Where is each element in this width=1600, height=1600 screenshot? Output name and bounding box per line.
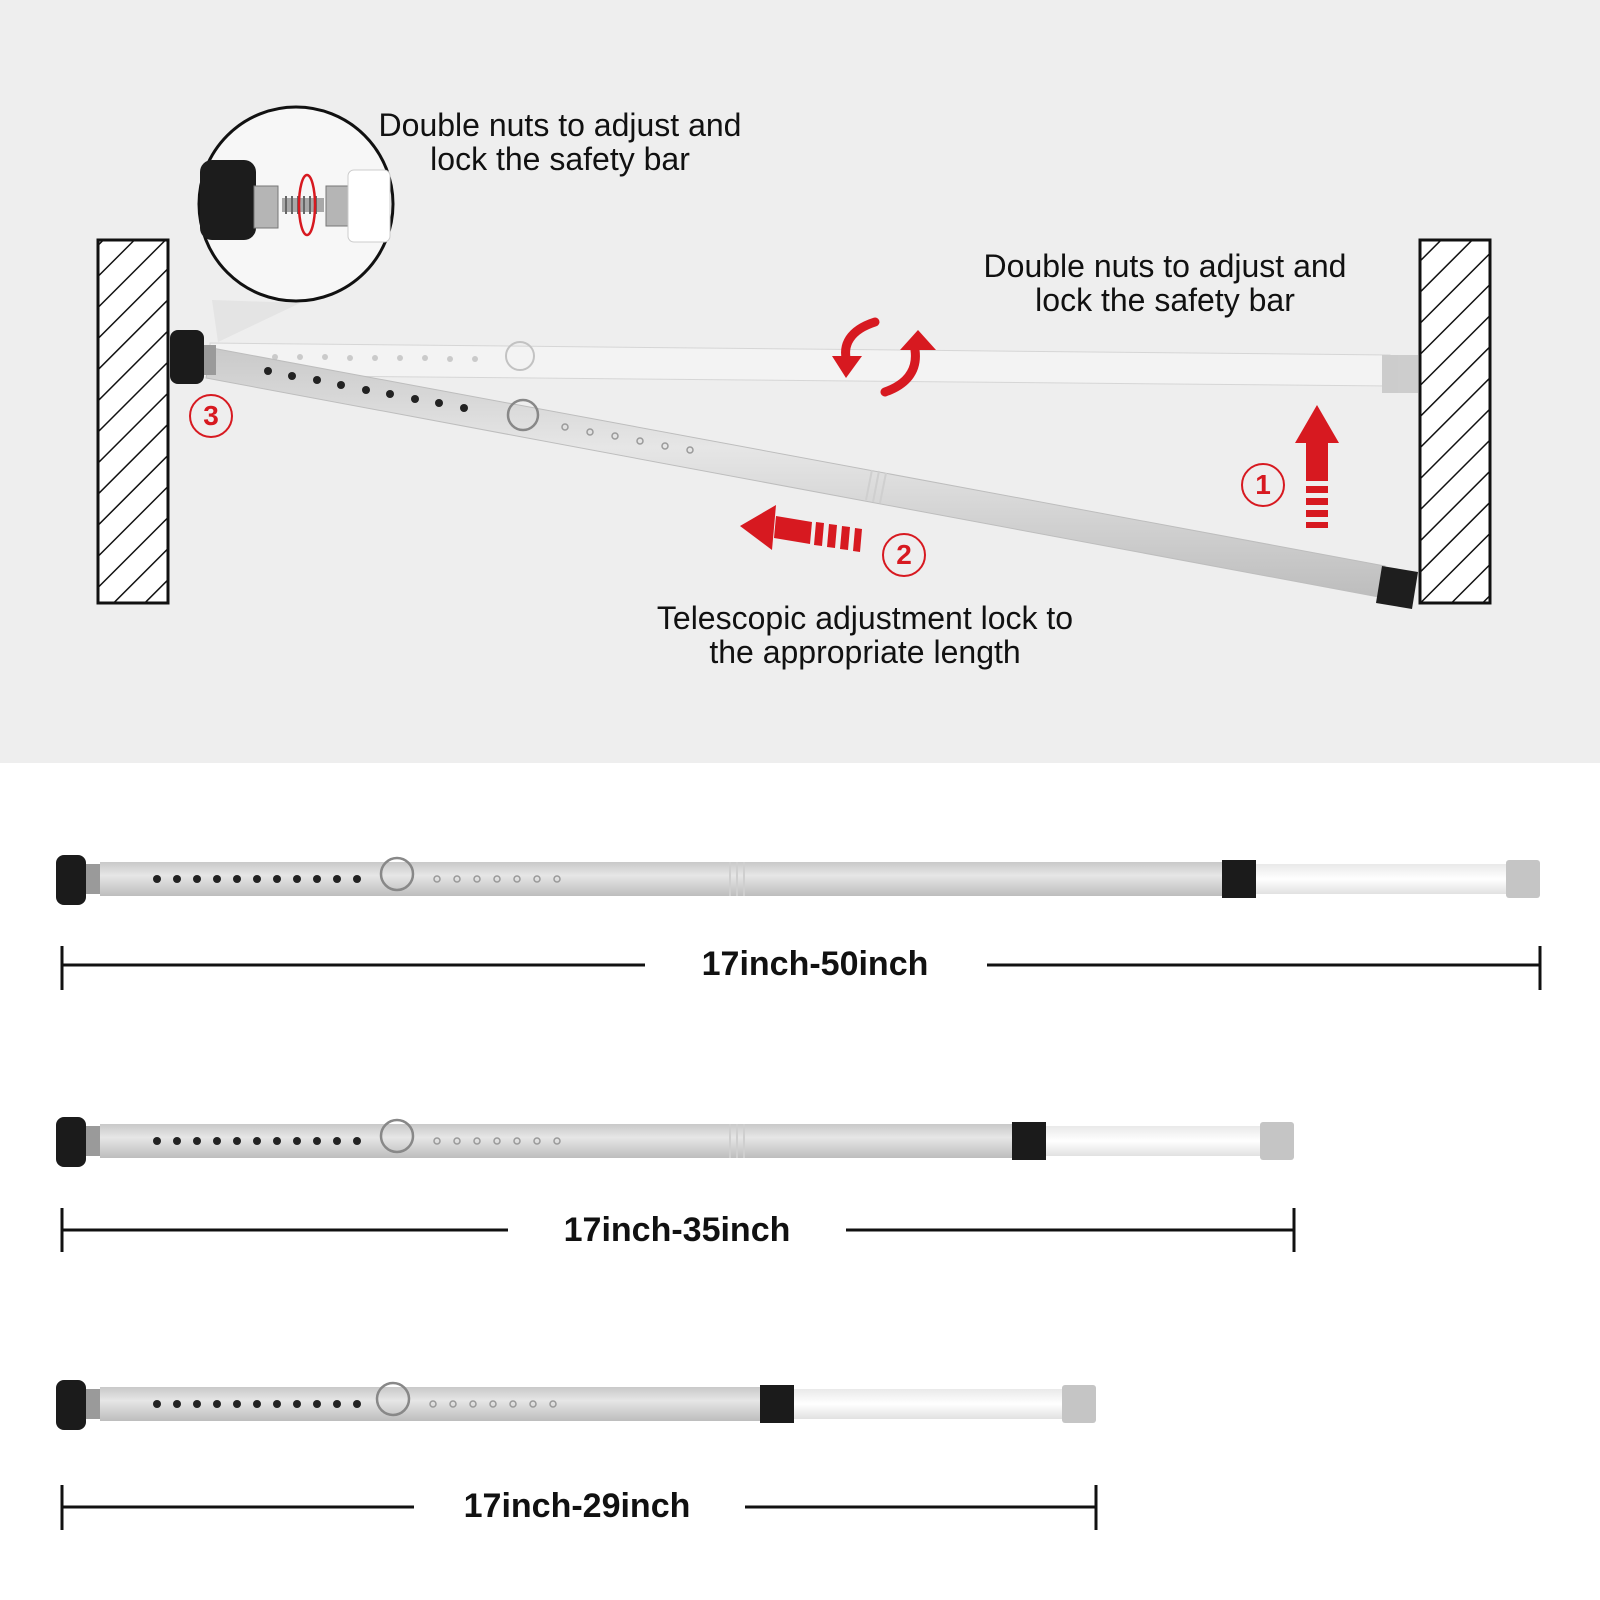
step-2-badge: 2 [882, 533, 926, 577]
step-3-badge: 3 [189, 394, 233, 438]
arrow-up-icon [1295, 405, 1339, 528]
left-wall [96, 238, 170, 605]
size-label-50inch: 17inch-50inch [701, 945, 929, 983]
telescopic-caption: Telescopic adjustment lock to the approp… [656, 600, 1074, 670]
rubber-foot [170, 330, 216, 384]
right-wall [1418, 238, 1492, 605]
dimension-line-29inch [60, 1485, 1098, 1530]
step-1-badge: 1 [1241, 463, 1285, 507]
dimension-line-35inch [60, 1208, 1296, 1252]
tilted-bar [205, 347, 1418, 609]
dimension-line-50inch [60, 946, 1542, 990]
bar-35inch [56, 1117, 1294, 1167]
bar-50inch [56, 855, 1540, 905]
arrow-left-icon [740, 505, 862, 552]
magnifier-circle [197, 105, 395, 342]
nut-caption: Double nuts to adjust and lock the safet… [983, 248, 1347, 318]
zoom-caption: Double nuts to adjust and lock the safet… [378, 107, 742, 177]
bar-29inch [56, 1380, 1096, 1430]
size-label-35inch: 17inch-35inch [563, 1211, 791, 1249]
size-label-29inch: 17inch-29inch [463, 1487, 691, 1525]
